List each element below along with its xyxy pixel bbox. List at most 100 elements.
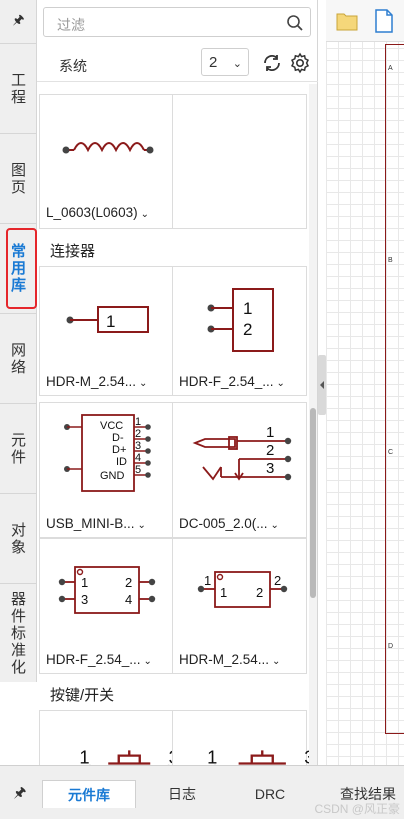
tab-drc[interactable]: DRC: [254, 786, 286, 802]
tab-device-standardization[interactable]: 器 件 标 准 化: [0, 584, 37, 682]
tab-pages-char: 图: [10, 161, 26, 179]
pin-label: 1: [220, 585, 227, 600]
pin-label: 1: [79, 747, 89, 766]
pin-label: 1: [266, 424, 274, 441]
usb-pin-number: 4: [135, 452, 141, 464]
tab-common-library-char: 用: [10, 260, 26, 277]
tab-common-library[interactable]: 常 用 库: [0, 224, 37, 314]
usb-pin-name: D+: [112, 444, 126, 456]
usb-pin-name: D-: [112, 432, 124, 444]
tab-common-library-char: 常: [10, 243, 26, 260]
category-title: 按键/开关: [50, 687, 115, 704]
usb-pin-name: ID: [116, 456, 127, 468]
collapse-panel-handle[interactable]: [318, 355, 326, 415]
item-name: DC-005_2.0(...: [179, 516, 268, 531]
pin-label: 2: [274, 573, 281, 588]
item-name: HDR-F_2.54_...: [46, 652, 141, 667]
pin-label: 2: [266, 442, 274, 459]
tab-search-results[interactable]: 查找结果: [340, 786, 396, 802]
chevron-down-icon[interactable]: ⌄: [270, 520, 279, 531]
pin-label: 4: [125, 592, 132, 607]
tab-objects[interactable]: 对 象: [0, 494, 37, 584]
chevron-down-icon[interactable]: ⌄: [143, 656, 152, 667]
gear-icon[interactable]: [289, 52, 311, 74]
tab-standardize-char: 器: [10, 590, 26, 608]
frame-row-mark: C: [388, 449, 394, 456]
library-item-inductor[interactable]: L_0603(L0603)⌄: [39, 94, 173, 229]
library-item-hdr-f-2x2[interactable]: 1 3 2 4 HDR-F_2.54_...⌄: [39, 538, 173, 674]
frame-row-mark: A: [388, 65, 393, 72]
chevron-down-icon[interactable]: ⌄: [276, 378, 285, 389]
filter-placeholder: 过滤: [57, 17, 85, 33]
tab-project[interactable]: 工 程: [0, 44, 37, 134]
tab-standardize-char: 件: [10, 607, 26, 625]
library-item-usb-mini[interactable]: VCC D- D+ ID GND 1 2 3 4 5: [39, 402, 173, 538]
library-grid: L_0603(L0603)⌄ 连接器 1 HDR-M_2.54...⌄ 1 2: [37, 84, 311, 765]
chevron-down-icon[interactable]: ⌄: [139, 378, 148, 389]
header-female-symbol: 1 2: [207, 288, 274, 352]
library-item-hdr-f[interactable]: 1 2 HDR-F_2.54_...⌄: [172, 266, 307, 396]
usb-pin-number: 1: [135, 416, 141, 428]
item-name: HDR-F_2.54_...: [179, 374, 274, 389]
frame-row-mark: B: [388, 257, 393, 264]
library-panel: 过滤 系统 2 ⌄: [37, 0, 318, 765]
pin-label: 3: [266, 460, 274, 477]
item-name: HDR-M_2.54...: [179, 652, 270, 667]
schematic-canvas[interactable]: [326, 0, 404, 765]
scrollbar-thumb[interactable]: [310, 408, 316, 598]
frame-row-mark: D: [388, 643, 394, 650]
tab-standardize-char: 准: [10, 641, 26, 659]
tab-objects-char: 象: [10, 538, 26, 556]
library-scrollbar[interactable]: [309, 84, 317, 765]
chevron-down-icon[interactable]: ⌄: [272, 656, 281, 667]
filter-input[interactable]: 过滤: [43, 7, 311, 37]
pin-label: 1: [106, 312, 115, 331]
pin-label: 3: [304, 747, 311, 766]
sheet-border: A B C D: [385, 44, 404, 734]
push-button-symbol: 1 3: [207, 747, 311, 766]
pin-label: 2: [256, 585, 263, 600]
pin-label: 2: [125, 575, 132, 590]
chevron-down-icon[interactable]: ⌄: [140, 209, 149, 220]
header-male-symbol: 1: [66, 306, 149, 333]
tab-net[interactable]: 网 络: [0, 314, 37, 404]
system-label: 系统: [59, 58, 87, 74]
chevron-down-icon[interactable]: ⌄: [137, 520, 146, 531]
version-select-value: 2: [209, 54, 218, 71]
item-name: USB_MINI-B...: [46, 516, 135, 531]
tab-pages[interactable]: 图 页: [0, 134, 37, 224]
tab-log[interactable]: 日志: [168, 786, 196, 802]
library-item-hdr-m-1x2[interactable]: 1 1 2 2 HDR-M_2.54...⌄: [172, 538, 307, 674]
pin-label: 1: [207, 747, 217, 766]
category-title: 连接器: [50, 243, 96, 260]
folder-icon[interactable]: [336, 11, 358, 31]
tab-standardize-char: 化: [10, 658, 26, 676]
tab-components[interactable]: 元 件: [0, 404, 37, 494]
tab-component-library[interactable]: 元件库: [42, 780, 136, 808]
tab-standardize-char: 标: [10, 624, 26, 642]
pin-label: 1: [243, 299, 252, 318]
pin-icon[interactable]: 🖈: [13, 784, 27, 800]
tab-components-char: 元: [10, 431, 26, 449]
pin-label: 3: [81, 592, 88, 607]
tab-pages-char: 页: [10, 178, 26, 196]
library-item-hdr-m[interactable]: 1 HDR-M_2.54...⌄: [39, 266, 173, 396]
canvas-toolbar: [326, 0, 404, 42]
library-item-switch[interactable]: 1 3: [172, 710, 311, 765]
bottom-tab-bar: 🖈 元件库 日志 DRC 查找结果 CSDN @风正豪: [0, 765, 404, 819]
pin-icon[interactable]: 🖈: [0, 0, 37, 44]
library-item-empty: [172, 94, 307, 229]
refresh-icon[interactable]: [261, 52, 283, 74]
usb-pin-name: VCC: [100, 420, 123, 432]
inductor-symbol: [62, 142, 154, 154]
version-select[interactable]: 2 ⌄: [201, 48, 249, 76]
library-item-dc005[interactable]: 1 2 3 DC-005_2.0(...⌄: [172, 402, 307, 538]
new-document-icon[interactable]: [374, 9, 394, 33]
usb-pin-name: GND: [100, 470, 125, 482]
tab-net-char: 网: [10, 341, 26, 359]
search-icon[interactable]: [286, 14, 304, 32]
header-female-2x2-symbol: 1 3 2 4: [58, 566, 156, 614]
library-toolbar: 系统 2 ⌄: [37, 44, 318, 82]
usb-pin-number: 3: [135, 440, 141, 452]
library-item-switch[interactable]: 1 3: [39, 710, 179, 766]
